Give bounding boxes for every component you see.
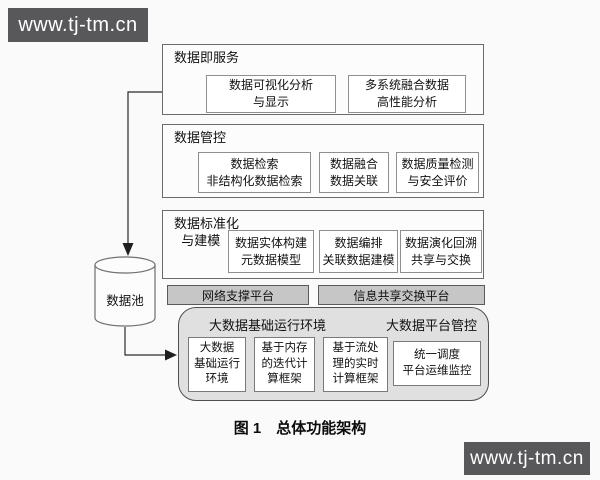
box-memory-iterative-framework: 基于内存 的迭代计 算框架 (254, 337, 315, 392)
box-data-visualization: 数据可视化分析 与显示 (206, 75, 336, 113)
box-data-fusion: 数据融合 数据关联 (319, 152, 389, 193)
box-multisystem-analysis: 多系统融合数据 高性能分析 (348, 75, 466, 113)
data-pool-label: 数据池 (106, 294, 144, 308)
box-unified-scheduling-ops: 统一调度 平台运维监控 (393, 341, 481, 386)
data-pool-cylinder-top (94, 256, 156, 274)
box-data-orchestration: 数据编排 关联数据建模 (319, 230, 398, 273)
box-base-runtime-env: 大数据 基础运行 环境 (188, 337, 246, 392)
section-data-as-a-service: 数据即服务 数据可视化分析 与显示 多系统融合数据 高性能分析 (162, 44, 484, 115)
watermark-top-left: www.tj-tm.cn (8, 8, 148, 42)
bar-info-sharing-platform: 信息共享交换平台 (318, 285, 485, 305)
section-title-governance: 数据管控 (174, 130, 227, 145)
box-data-evolution: 数据演化回溯 共享与交换 (400, 230, 482, 273)
watermark-bottom-right: www.tj-tm.cn (464, 442, 590, 475)
section-data-standardization: 数据标准化 与建模 数据实体构建 元数据模型 数据编排 关联数据建模 数据演化回… (162, 210, 484, 279)
section-bigdata-runtime: 大数据基础运行环境 大数据平台管控 大数据 基础运行 环境 基于内存 的迭代计 … (178, 307, 489, 401)
box-entity-construction: 数据实体构建 元数据模型 (228, 230, 314, 273)
bar-network-support-platform: 网络支撑平台 (167, 285, 309, 305)
runtime-mgmt-title: 大数据平台管控 (386, 318, 478, 333)
data-pool-cylinder-body (94, 265, 156, 327)
arrow-down-icon (122, 243, 134, 256)
runtime-env-title: 大数据基础运行环境 (209, 318, 327, 333)
arrow-right-icon (165, 349, 177, 361)
box-stream-realtime-framework: 基于流处 理的实时 计算框架 (323, 337, 388, 392)
connector-pool-to-runtime (124, 327, 165, 356)
section-data-governance: 数据管控 数据检索 非结构化数据检索 数据融合 数据关联 数据质量检测 与安全评… (162, 124, 484, 198)
figure-caption: 图 1 总体功能架构 (233, 420, 367, 437)
section-title-daas: 数据即服务 (174, 50, 240, 65)
section-title-standardization: 数据标准化 与建模 (174, 216, 240, 248)
box-data-quality: 数据质量检测 与安全评价 (396, 152, 479, 193)
connector-top-to-pool (127, 91, 162, 244)
box-data-retrieval: 数据检索 非结构化数据检索 (198, 152, 311, 193)
